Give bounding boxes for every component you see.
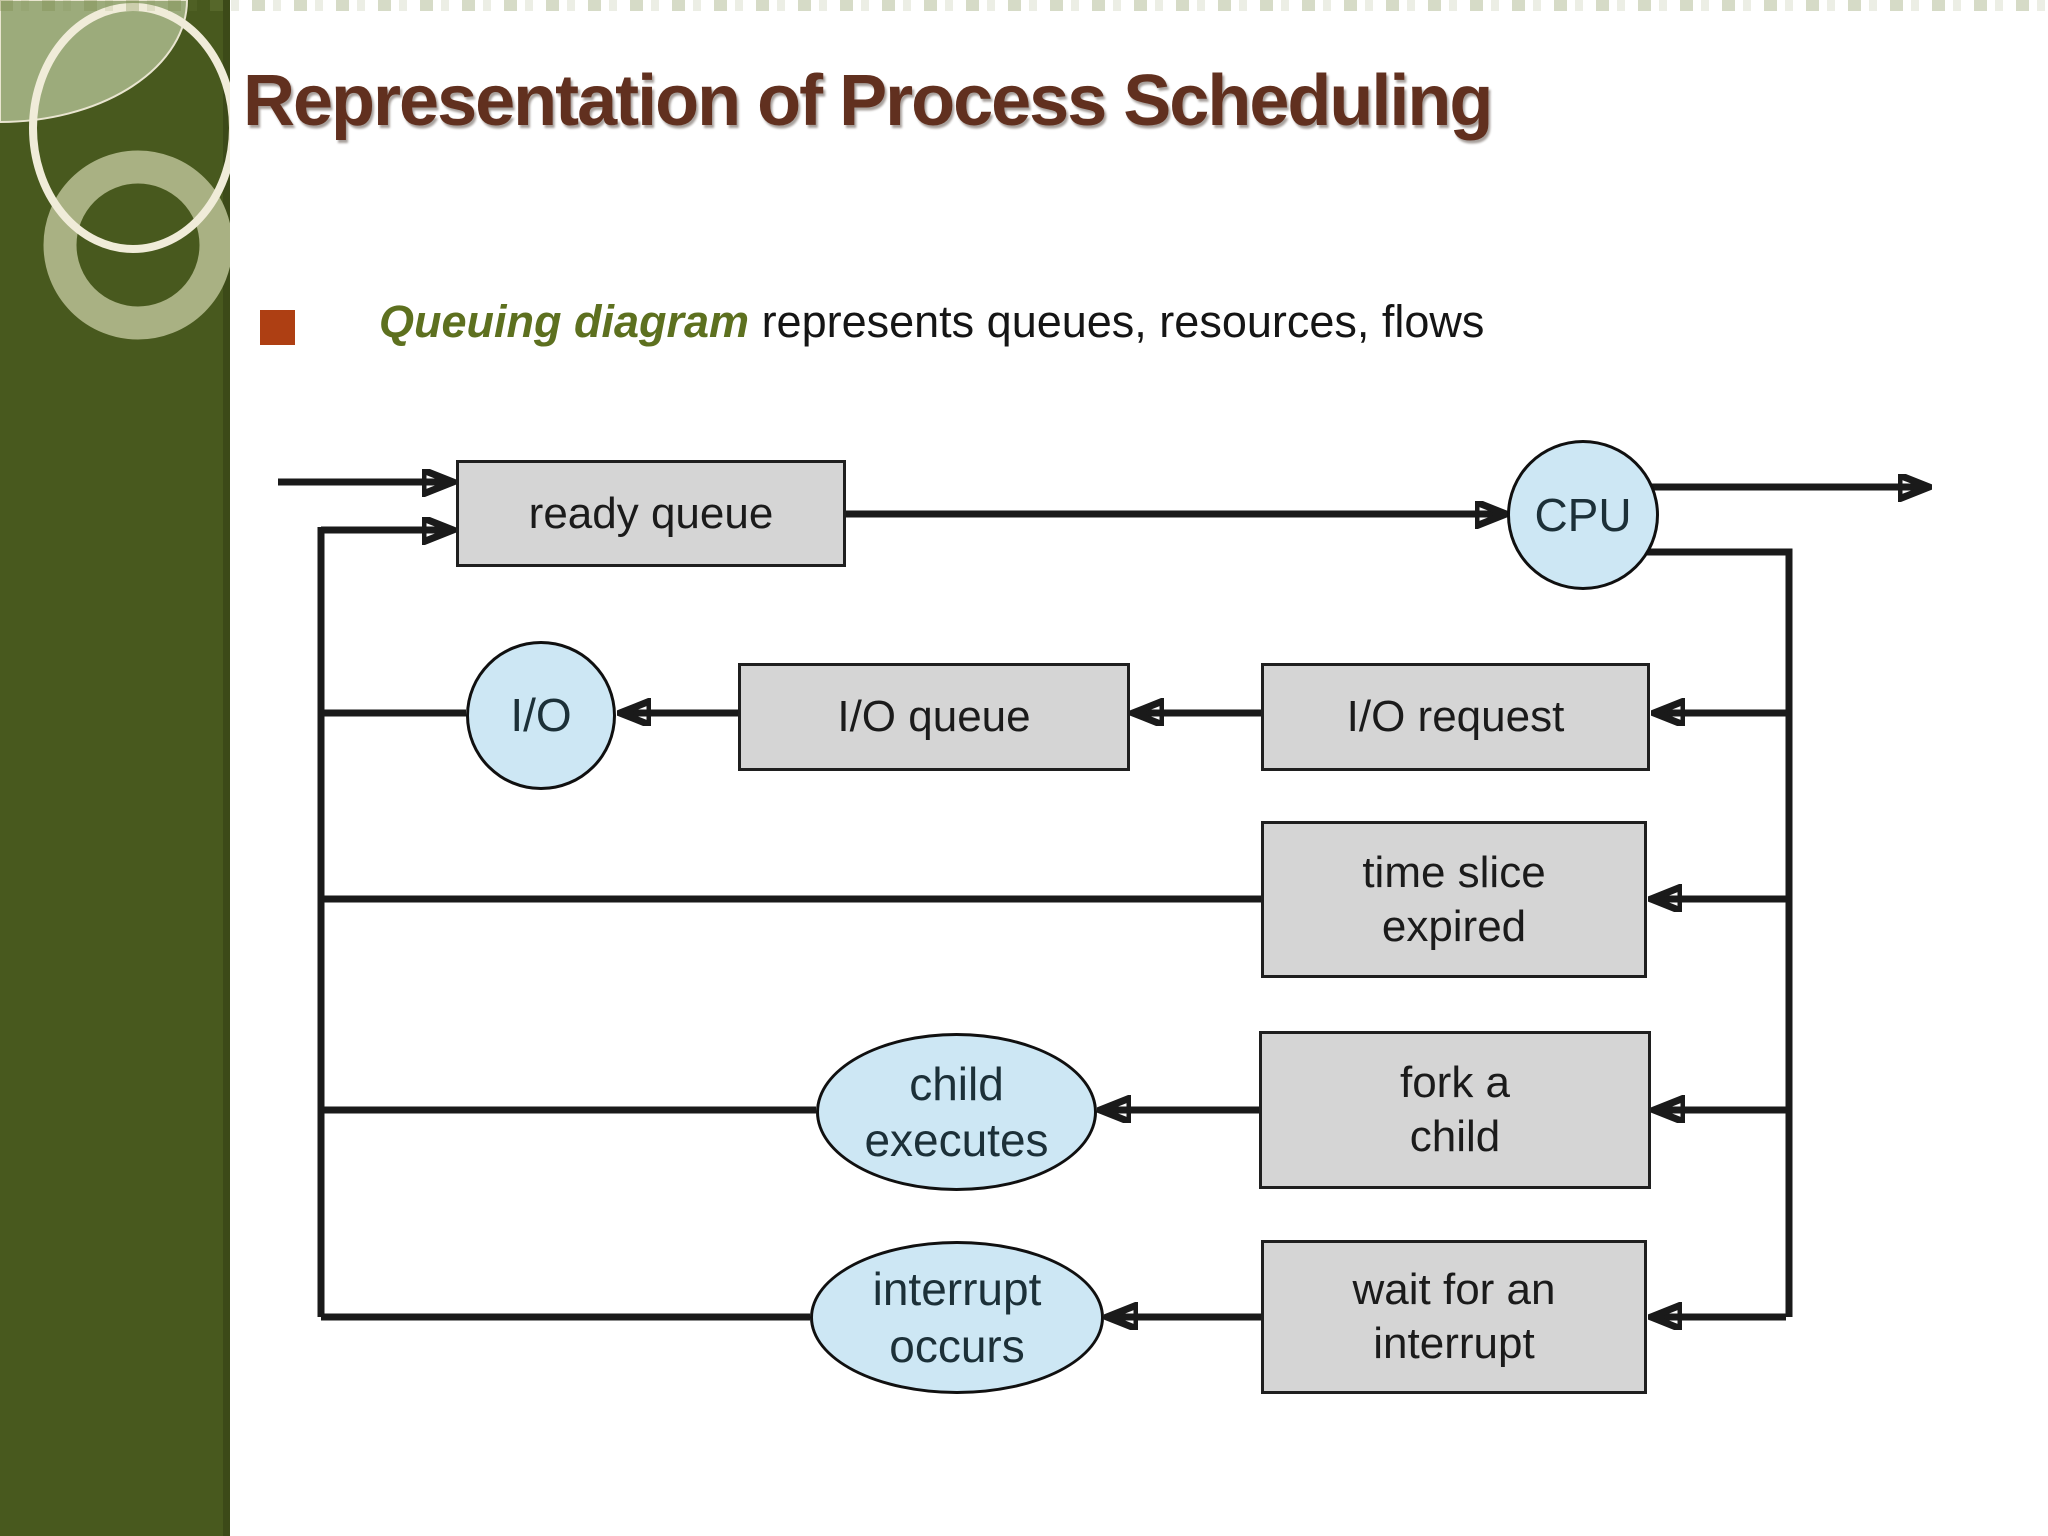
top-pattern-strip [0,0,2048,11]
node-io-queue-label: I/O queue [837,692,1031,742]
node-time-slice-expired-label-line2: expired [1381,901,1527,951]
sidebar-edge-line [223,0,230,1536]
node-wait-for-interrupt-label-line1: wait for an [1352,1265,1556,1315]
node-time-slice-expired-label-line1: time slice [1362,847,1546,897]
node-io-queue: I/O queue [738,663,1130,771]
node-io: I/O [466,641,616,790]
node-io-label: I/O [510,689,572,742]
node-interrupt-occurs-label-line1: interrupt [872,1263,1042,1316]
sidebar-background [0,0,230,1536]
decorative-thick-ring [43,150,233,340]
node-io-request: I/O request [1261,663,1650,771]
bullet-item: Queuing diagram represents queues, resou… [260,296,1484,348]
node-fork-a-child-label-line2: child [1409,1112,1501,1161]
node-wait-for-interrupt: wait for an interrupt [1261,1240,1647,1394]
bullet-text-rest: represents queues, resources, flows [761,296,1485,347]
bullet-text: Queuing diagram represents queues, resou… [379,296,1484,348]
node-cpu-label: CPU [1534,488,1632,541]
node-time-slice-expired: time slice expired [1261,821,1647,978]
node-wait-for-interrupt-label-line2: interrupt [1373,1319,1535,1368]
node-ready-queue: ready queue [456,460,846,567]
node-io-request-label: I/O request [1346,692,1565,742]
bullet-marker [260,310,295,345]
sidebar-decoration [0,0,237,1536]
node-interrupt-occurs: interrupt occurs [810,1241,1104,1394]
sidebar-graphic [0,0,237,1536]
node-ready-queue-label: ready queue [528,488,774,538]
node-child-executes-label-line1: child [909,1057,1004,1110]
node-child-executes-label-line2: executes [864,1114,1049,1166]
node-fork-a-child-label-line1: fork a [1399,1058,1511,1108]
node-interrupt-occurs-label-line2: occurs [889,1319,1025,1372]
bullet-text-highlight: Queuing diagram [379,296,750,347]
node-child-executes: child executes [816,1033,1097,1191]
node-fork-a-child: fork a child [1259,1031,1651,1189]
page-title: Representation of Process Scheduling [243,61,1493,141]
node-cpu: CPU [1507,440,1659,590]
flow-right-feedback-line [1645,548,1793,1317]
